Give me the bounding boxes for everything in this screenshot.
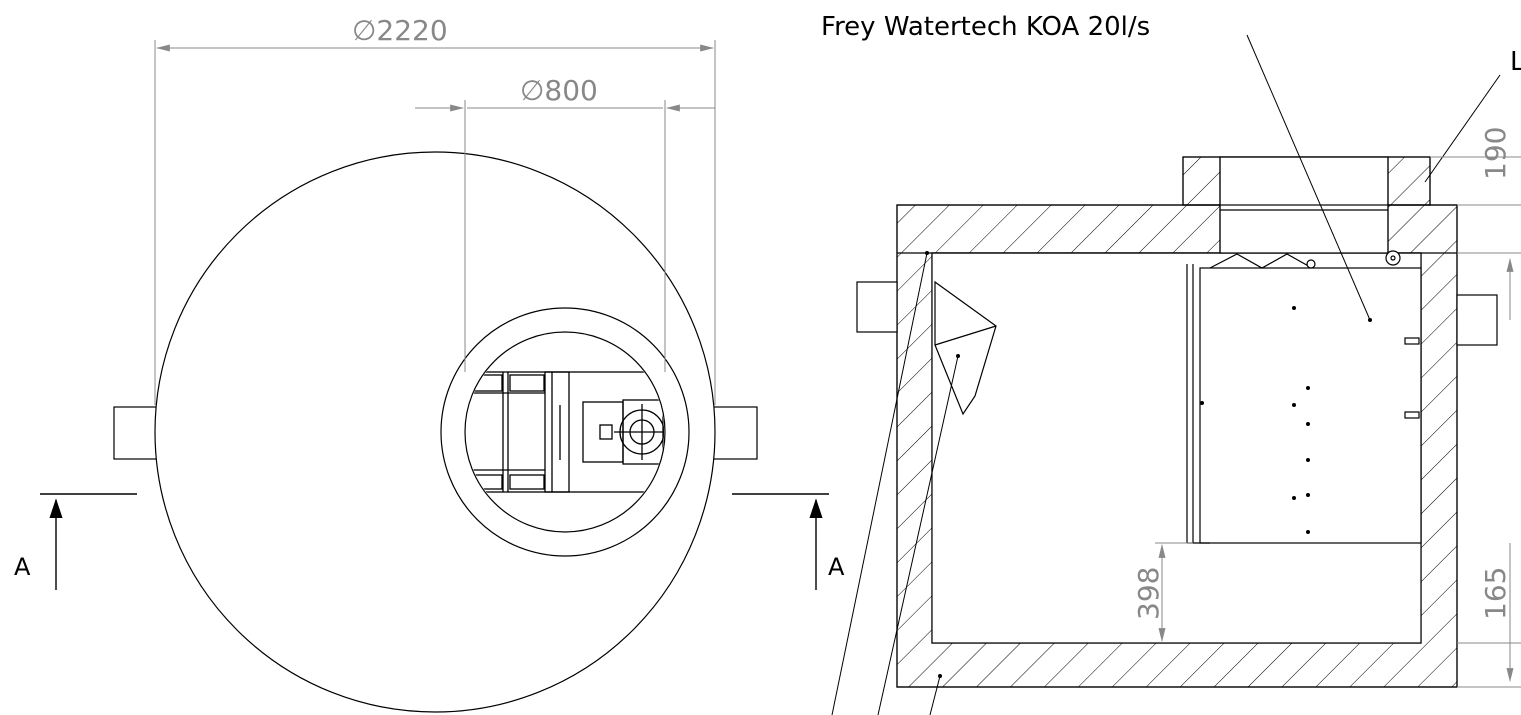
section-line-a [40,493,829,590]
product-label: Frey Watertech KOA 20l/s [821,12,1150,42]
right-pipe-stub [712,406,758,460]
left-pipe-stub [113,406,159,460]
inlet-deflector [934,280,997,416]
height-398-dimension: 398 [1132,567,1165,620]
separator-device-top-view [466,371,664,493]
tank-outline-circle [154,151,716,713]
coalescing-unit [1186,250,1422,544]
outer-diameter-dimension: ∅2220 [352,14,448,47]
height-165-dimension: 165 [1479,567,1512,620]
manhole-outer-ring [440,307,690,557]
section-marker-right: A [828,553,845,581]
inlet-pipe-stub [856,281,898,333]
section-view [831,34,1501,715]
truncated-label: L [1510,47,1521,77]
manhole-inner-ring [464,331,666,533]
section-marker-left: A [14,553,31,581]
leader-lines [831,34,1501,715]
plan-view [40,151,829,713]
section-dimensions [1155,156,1521,688]
outlet-pipe-stub [1456,294,1498,346]
inner-diameter-dimension: ∅800 [520,74,598,107]
height-190-dimension: 190 [1479,127,1512,180]
plan-dimensions [154,40,716,405]
